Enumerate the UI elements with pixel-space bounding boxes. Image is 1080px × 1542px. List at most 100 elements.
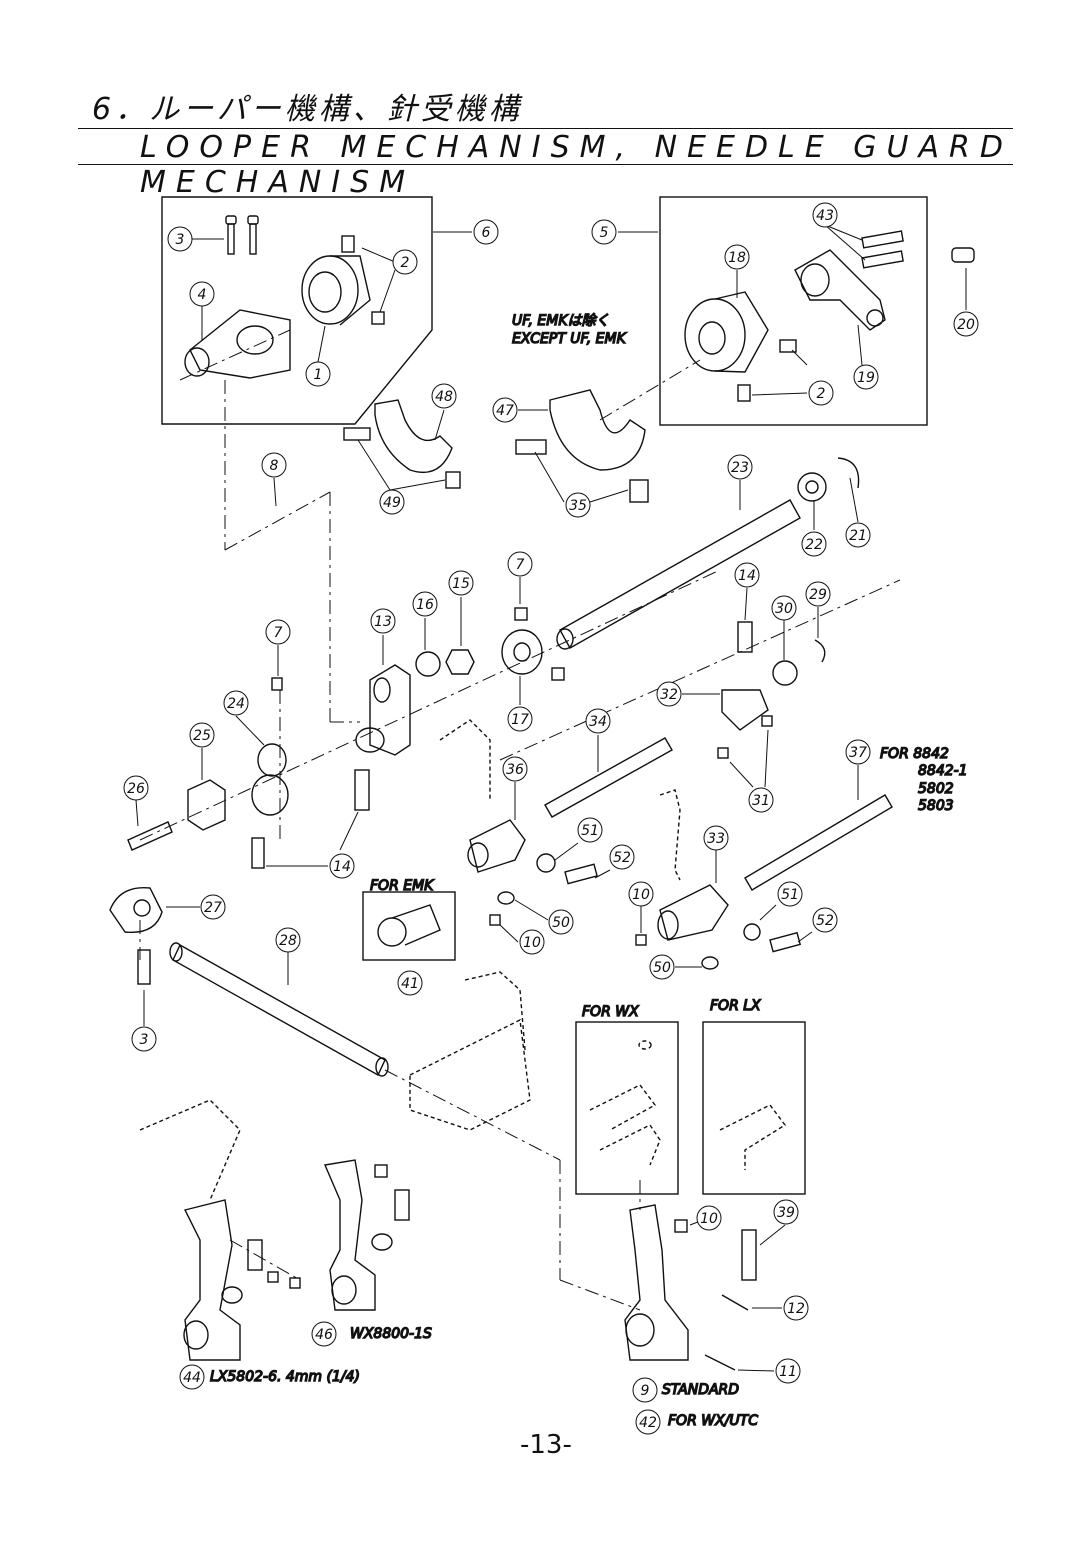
callout-circle: [773, 1199, 799, 1225]
phantom-needle-guard-base: [409, 971, 531, 1131]
callout-c23: 23: [727, 454, 753, 480]
note-standard: STANDARD: [662, 1382, 739, 1398]
callout-number: 41: [401, 976, 419, 992]
clamp-32-screw-14-washer-30-ering-29: [717, 621, 826, 759]
callout-circle: [656, 681, 682, 707]
callout-number: 29: [809, 587, 827, 603]
callout-c44: 44: [179, 1364, 205, 1390]
callout-c50a: 50: [548, 909, 574, 935]
callout-c25: 25: [189, 722, 215, 748]
assembly-box-5: [659, 196, 928, 426]
callout-c31: 31: [748, 787, 774, 813]
callout-number: 13: [374, 614, 392, 630]
setscrews-2b: [737, 339, 797, 402]
callout-c48: 48: [431, 383, 457, 409]
callout-c6: 6: [473, 219, 499, 245]
center-lines: [139, 329, 901, 1311]
callout-number: 48: [435, 389, 453, 405]
callout-c30: 30: [771, 595, 797, 621]
callout-number: 24: [227, 696, 245, 712]
pin-20: [951, 247, 975, 263]
looper-46: [324, 1159, 410, 1311]
callout-circle: [131, 1026, 157, 1052]
callout-circle: [223, 690, 249, 716]
callout-c8: 8: [261, 452, 287, 478]
needle-guard-holder-9: [624, 1204, 757, 1371]
callout-number: 34: [589, 714, 607, 730]
callout-circle: [812, 907, 838, 933]
callout-number: 10: [632, 887, 650, 903]
callout-c43: 43: [812, 202, 838, 228]
callout-circle: [179, 1364, 205, 1390]
callout-number: 3: [176, 232, 185, 248]
callout-number: 9: [641, 1383, 650, 1399]
callout-c16: 16: [412, 591, 438, 617]
callout-number: 26: [127, 781, 145, 797]
callout-c5: 5: [591, 219, 617, 245]
callout-circle: [734, 562, 760, 588]
bracket-13: [355, 664, 411, 756]
emk-box: [362, 891, 456, 961]
clamp-27-screw-3b: [109, 886, 163, 985]
callout-number: 27: [204, 900, 222, 916]
page-title-japanese: 6．ルーパー機構、針受機構: [92, 92, 523, 127]
callout-number: 39: [777, 1205, 795, 1221]
callout-c10b: 10: [628, 881, 654, 907]
callout-circle: [265, 619, 291, 645]
note-5803: 5803: [918, 798, 954, 814]
callout-c3a: 3: [167, 226, 193, 252]
clamp-arm-4: [184, 309, 291, 379]
callout-number: 50: [653, 960, 671, 976]
callout-number: 21: [849, 528, 867, 544]
note-for-emk: FOR EMK: [370, 878, 435, 894]
note-except-en: EXCEPT UF, EMK: [512, 331, 628, 347]
callout-circle: [519, 929, 545, 955]
note-for-lx: FOR LX: [710, 998, 761, 1014]
callout-c15: 15: [448, 570, 474, 596]
note-except-jp: UF, EMKは除く: [512, 313, 610, 329]
clamp-24-block-25-pin-26: [127, 677, 370, 869]
callout-c10c: 10: [696, 1205, 722, 1231]
callout-circle: [808, 380, 834, 406]
callout-circle: [167, 226, 193, 252]
callout-c33: 33: [703, 825, 729, 851]
callout-circle: [577, 817, 603, 843]
note-for-wx: FOR WX: [582, 1004, 639, 1020]
callout-circle: [783, 1295, 809, 1321]
callout-c17: 17: [507, 706, 533, 732]
callout-circle: [189, 722, 215, 748]
callout-circle: [379, 489, 405, 515]
callout-number: 47: [496, 403, 514, 419]
callout-c7a: 7: [507, 551, 533, 577]
callout-c2b: 2: [808, 380, 834, 406]
callout-c49: 49: [379, 489, 405, 515]
callout-c46: 46: [311, 1321, 337, 1347]
callout-number: 1: [314, 367, 323, 383]
callout-circle: [502, 756, 528, 782]
title-rule-bottom: [78, 164, 1013, 165]
callout-number: 31: [752, 793, 770, 809]
callout-number: 7: [274, 625, 283, 641]
callout-circle: [275, 927, 301, 953]
callout-number: 10: [700, 1211, 718, 1227]
callout-c9: 9: [632, 1377, 658, 1403]
callout-number: 37: [849, 745, 867, 761]
callout-number: 44: [183, 1370, 201, 1386]
callout-c14a: 14: [734, 562, 760, 588]
callout-circle: [492, 397, 518, 423]
callout-number: 20: [957, 317, 975, 333]
callout-number: 14: [738, 568, 756, 584]
callout-circle: [609, 844, 635, 870]
washer-16-nut-15: [415, 649, 475, 677]
callout-c39: 39: [773, 1199, 799, 1225]
callout-circle: [548, 909, 574, 935]
callout-number: 52: [613, 850, 631, 866]
collar-17: [501, 607, 565, 681]
callout-c35: 35: [565, 492, 591, 518]
callout-number: 51: [581, 823, 599, 839]
callout-number: 7: [516, 557, 525, 573]
page-number: -13-: [520, 1430, 572, 1460]
callout-circle: [329, 853, 355, 879]
callout-c52b: 52: [812, 907, 838, 933]
screws-49-35: [343, 427, 649, 503]
